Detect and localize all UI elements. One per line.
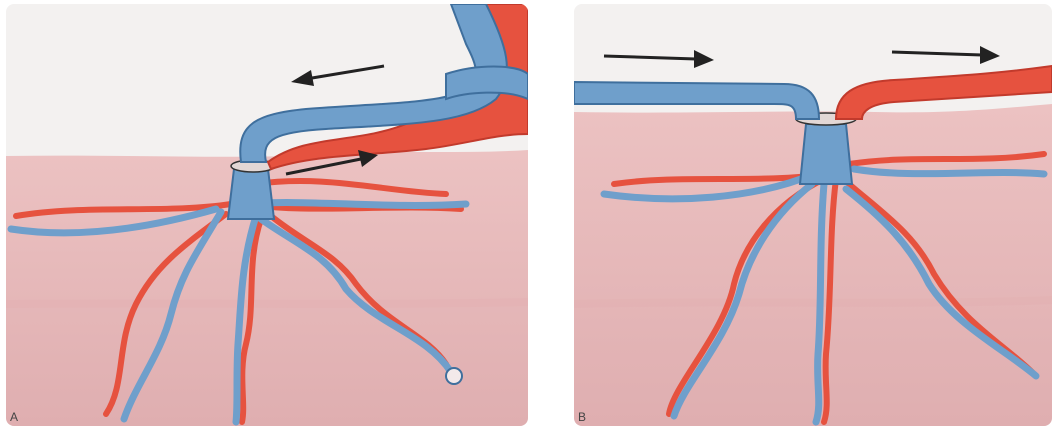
trunk-junction: [228, 169, 274, 219]
tissue-layer-line: [6, 302, 528, 304]
trunk-junction: [800, 124, 852, 184]
diagram-panel-b: B: [574, 4, 1052, 426]
flow-arrow-left: [291, 66, 384, 86]
panel-label-a: A: [10, 410, 18, 424]
panel-a-svg: [6, 4, 528, 426]
panel-b-svg: [574, 4, 1052, 426]
diagram-panel-a: A: [6, 4, 528, 426]
flow-arrow-right-right: [892, 46, 1000, 64]
panel-label-b: B: [578, 410, 586, 424]
vein-end-a: [446, 368, 462, 384]
flow-arrow-right-left: [604, 50, 714, 68]
tissue-layer-line: [574, 300, 1052, 304]
